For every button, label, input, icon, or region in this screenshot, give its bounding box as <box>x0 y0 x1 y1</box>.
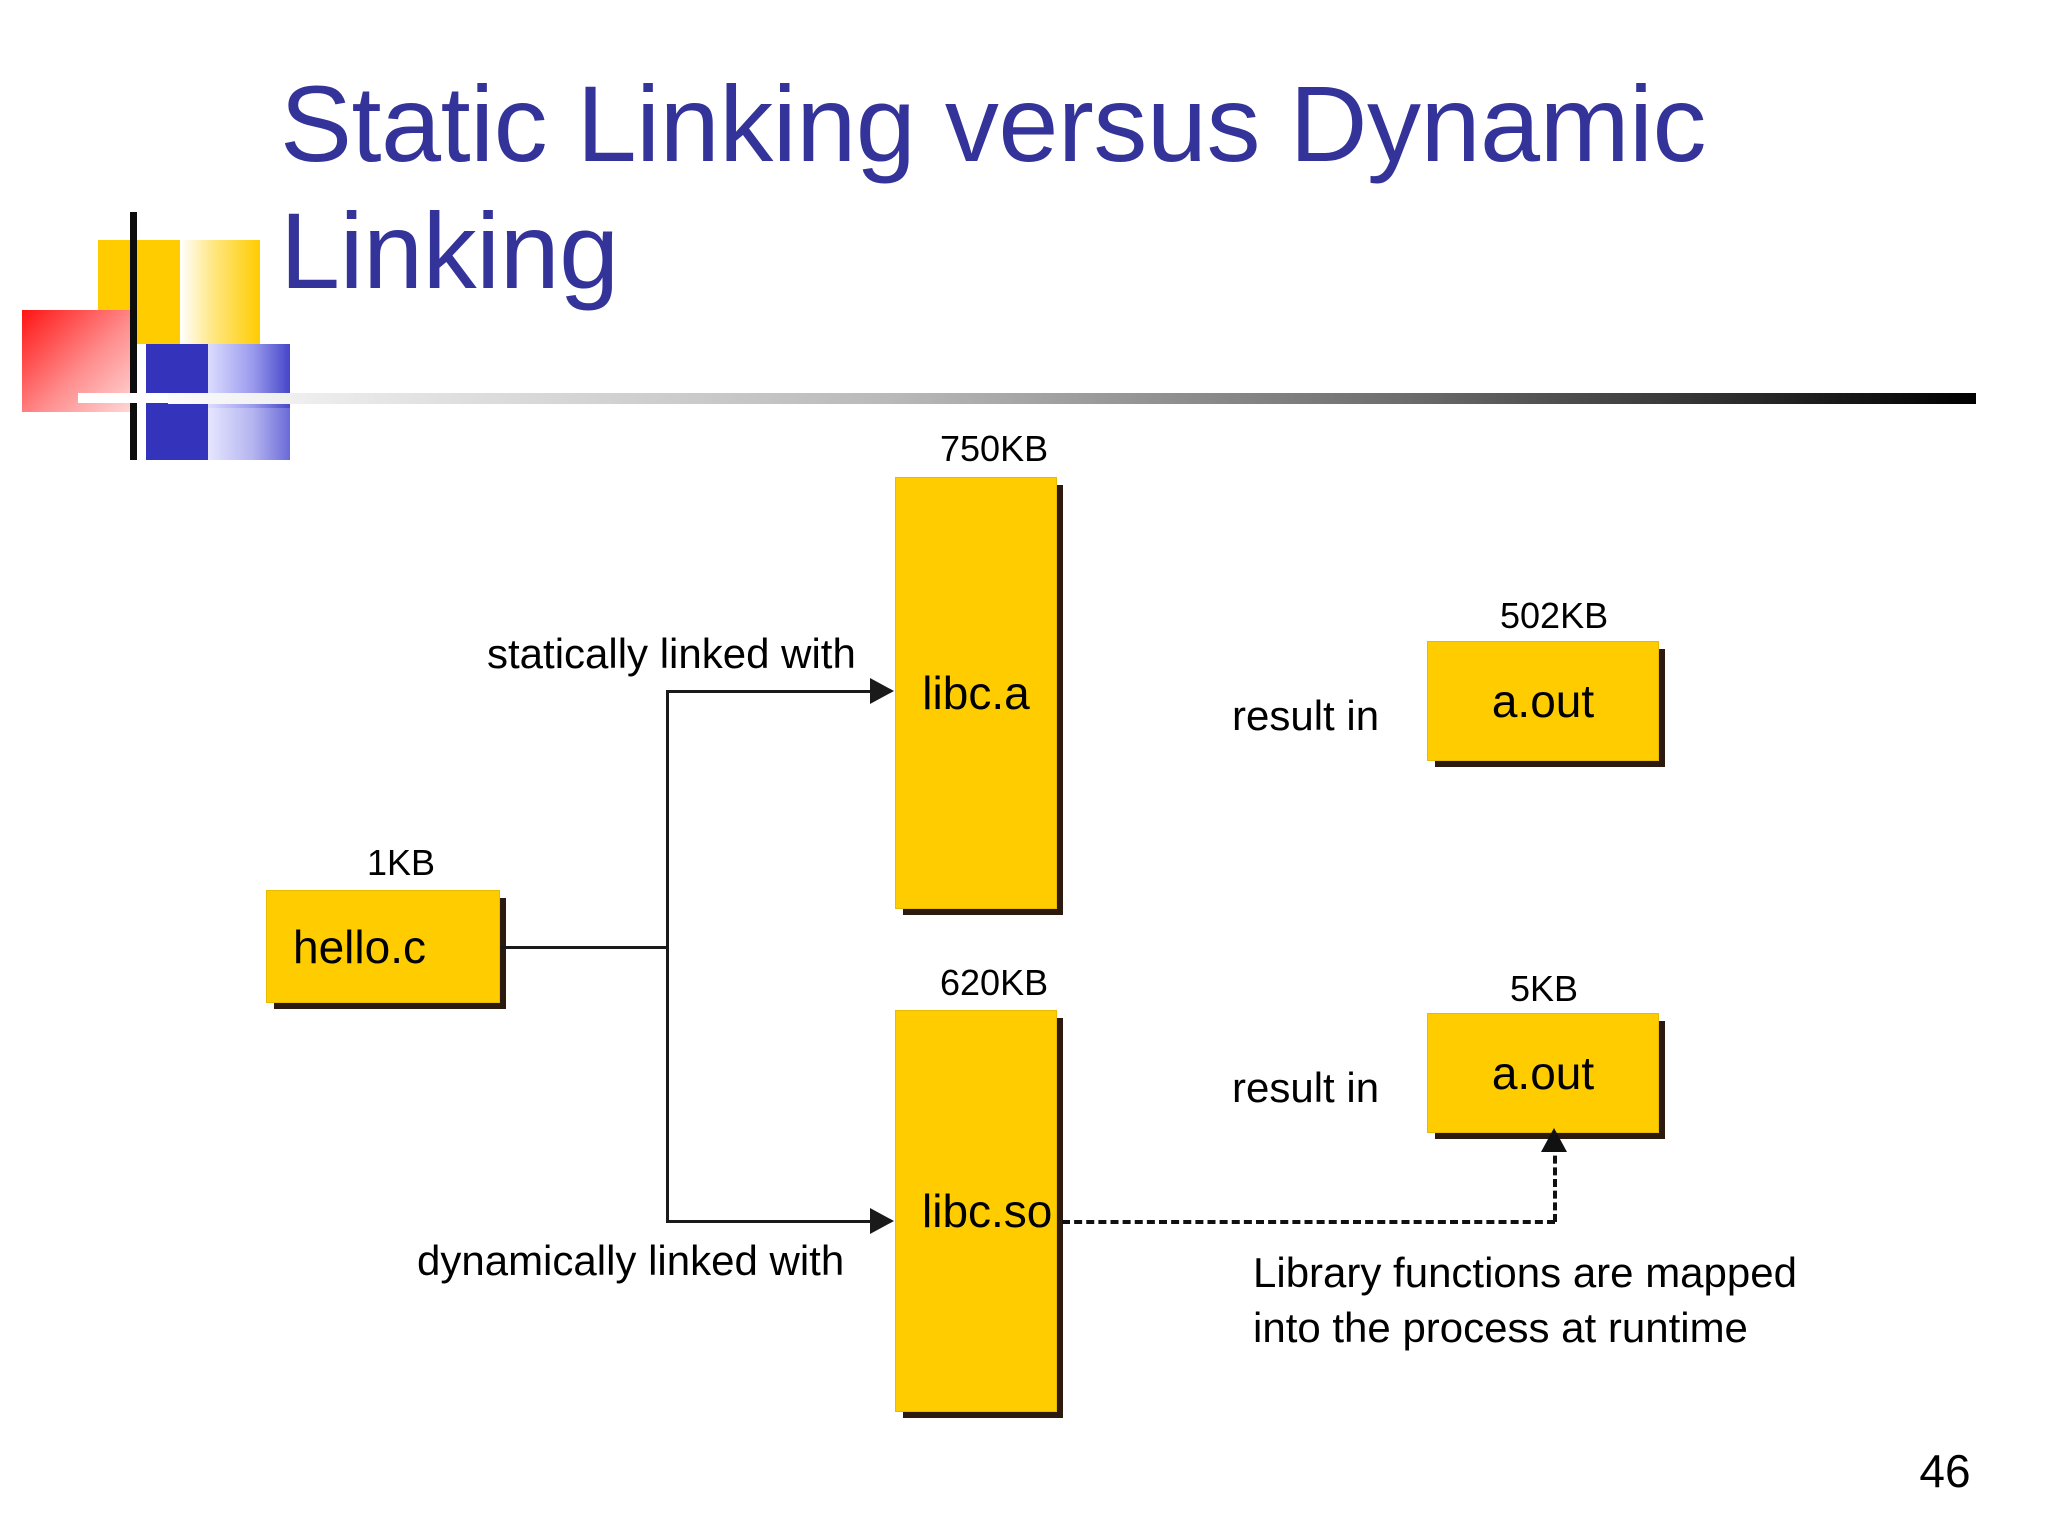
libc-so-size-label: 620KB <box>940 962 1049 1003</box>
connector-hello-c-stem <box>500 946 668 949</box>
a-out-static-box: a.out <box>1427 641 1659 761</box>
decorative-logo <box>0 200 340 460</box>
arrowhead-to-libc-so-icon <box>870 1208 894 1234</box>
connector-vertical-split <box>666 690 669 1222</box>
logo-blue-square-lower-icon <box>146 408 208 460</box>
logo-blue-gradient-lower-icon <box>208 408 290 460</box>
logo-yellow-gradient-icon <box>180 240 260 344</box>
a-out-dynamic-box: a.out <box>1427 1013 1659 1133</box>
page-number: 46 <box>1919 1445 1971 1497</box>
result-in-static-label: result in <box>1232 692 1380 739</box>
runtime-note-text: Library functions are mapped into the pr… <box>1253 1249 1797 1351</box>
arrowhead-to-libc-a-icon <box>870 678 894 704</box>
dashed-runtime-vertical-link <box>1553 1144 1557 1222</box>
a-out-static-size-label: 502KB <box>1500 595 1609 636</box>
hello-c-box: hello.c <box>266 890 500 1003</box>
arrowhead-runtime-mapping-icon <box>1541 1128 1567 1152</box>
connector-to-libc-so <box>666 1220 872 1223</box>
statically-linked-with-label: statically linked with <box>487 630 856 677</box>
page-title: Static Linking versus Dynamic Linking <box>280 63 1736 312</box>
libc-a-box: libc.a <box>895 477 1057 909</box>
title-divider-rule <box>168 393 1976 404</box>
hello-c-size-label: 1KB <box>367 842 436 883</box>
libc-so-box: libc.so <box>895 1010 1057 1412</box>
a-out-dynamic-size-label: 5KB <box>1510 968 1579 1009</box>
logo-black-vertical-bar-icon <box>130 212 137 460</box>
dashed-runtime-horizontal-link <box>1062 1220 1555 1224</box>
logo-white-horizontal-bar-icon <box>78 393 238 403</box>
result-in-dynamic-label: result in <box>1232 1064 1380 1111</box>
connector-to-libc-a <box>666 690 872 693</box>
libc-a-size-label: 750KB <box>940 428 1049 469</box>
dynamically-linked-with-label: dynamically linked with <box>417 1237 845 1284</box>
